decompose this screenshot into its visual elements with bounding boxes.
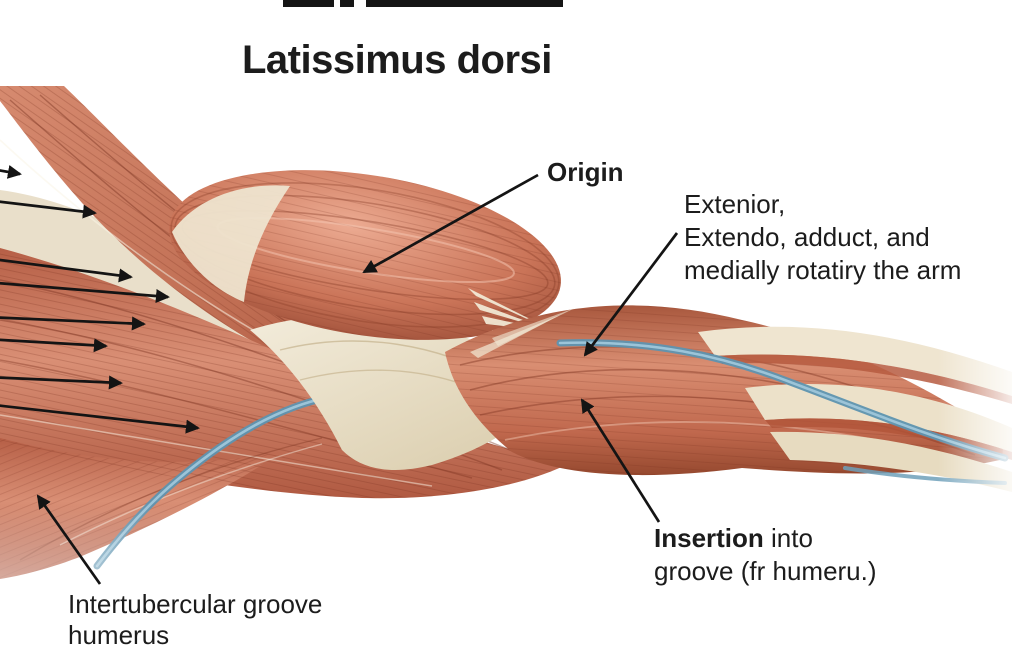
action-label-line-2: Extendo, adduct, and	[684, 222, 930, 252]
left-fan-arrow	[0, 165, 22, 179]
label-arrows	[36, 173, 679, 585]
left-arrow-fan	[0, 165, 200, 434]
groove-label-line-1: Intertubercular groove	[68, 589, 323, 619]
left-fan-arrow	[0, 375, 123, 390]
left-fan-arrow	[0, 200, 97, 219]
fade-right	[938, 0, 1024, 649]
left-fan-arrow	[0, 338, 108, 353]
insertion-label-rest: into	[771, 523, 813, 553]
left-fan-arrow	[0, 404, 200, 434]
insertion-arrow	[580, 398, 661, 523]
groove-label-line-2: humerus	[68, 620, 170, 649]
insertion-label-line-1: Insertion into	[654, 522, 877, 555]
left-fan-arrow	[0, 281, 170, 304]
groove-arrow	[36, 494, 102, 585]
action-label-line-3: medially rotatiry the arm	[684, 255, 962, 285]
insertion-label-bold: Insertion	[654, 523, 764, 553]
origin-label: Origin	[547, 157, 624, 187]
insertion-label: Insertion into groove (fr humeru.)	[654, 522, 877, 588]
groove-label: Intertubercular groove humerus	[68, 589, 322, 649]
action-arrow	[583, 232, 679, 357]
deltoid-bulge-muscle	[169, 170, 561, 352]
top-bar-remnant	[283, 0, 563, 7]
insertion-label-line-2: groove (fr humeru.)	[654, 556, 877, 586]
action-label-line-1: Extenior,	[684, 189, 786, 219]
action-label: Extenior, Extendo, adduct, and medially …	[684, 188, 961, 287]
page-title: Latissimus dorsi	[242, 38, 552, 82]
left-fan-arrow	[0, 316, 146, 331]
origin-arrow	[362, 173, 539, 274]
left-fan-arrow	[0, 258, 133, 283]
